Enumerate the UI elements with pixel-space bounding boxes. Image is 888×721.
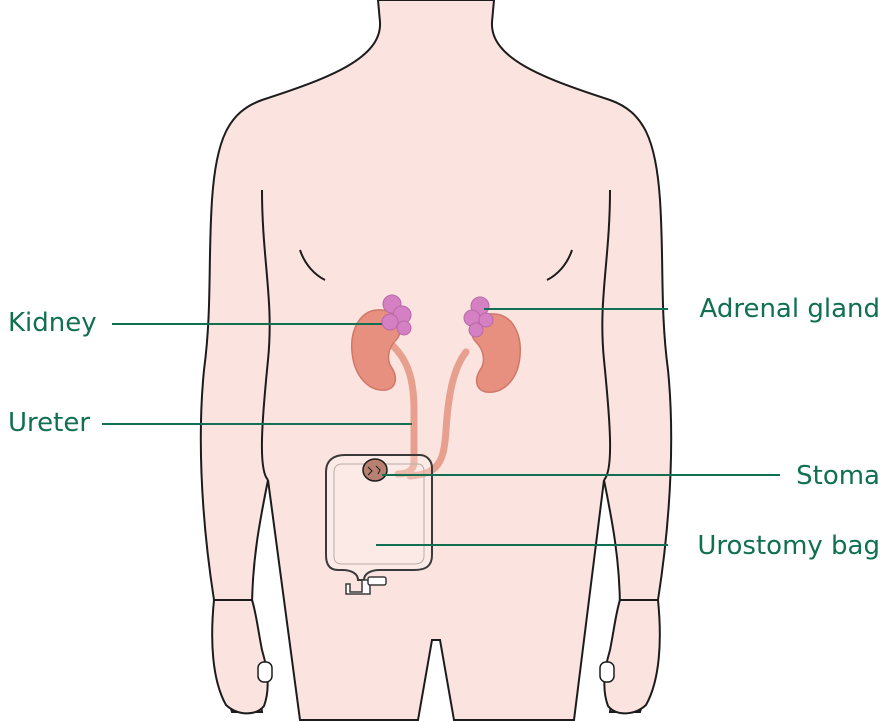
urostomy-bag-label: Urostomy bag (697, 531, 880, 561)
ureter-label: Ureter (8, 408, 90, 438)
right-thumbnail (600, 662, 614, 682)
stoma-label: Stoma (796, 461, 880, 491)
left-thumbnail (258, 662, 272, 682)
torso-outline (201, 0, 671, 720)
left-hand (212, 600, 267, 713)
kidney-label: Kidney (8, 308, 97, 338)
right-hand (604, 600, 659, 713)
stoma (363, 459, 387, 481)
adrenal-gland-label: Adrenal gland (700, 294, 881, 324)
